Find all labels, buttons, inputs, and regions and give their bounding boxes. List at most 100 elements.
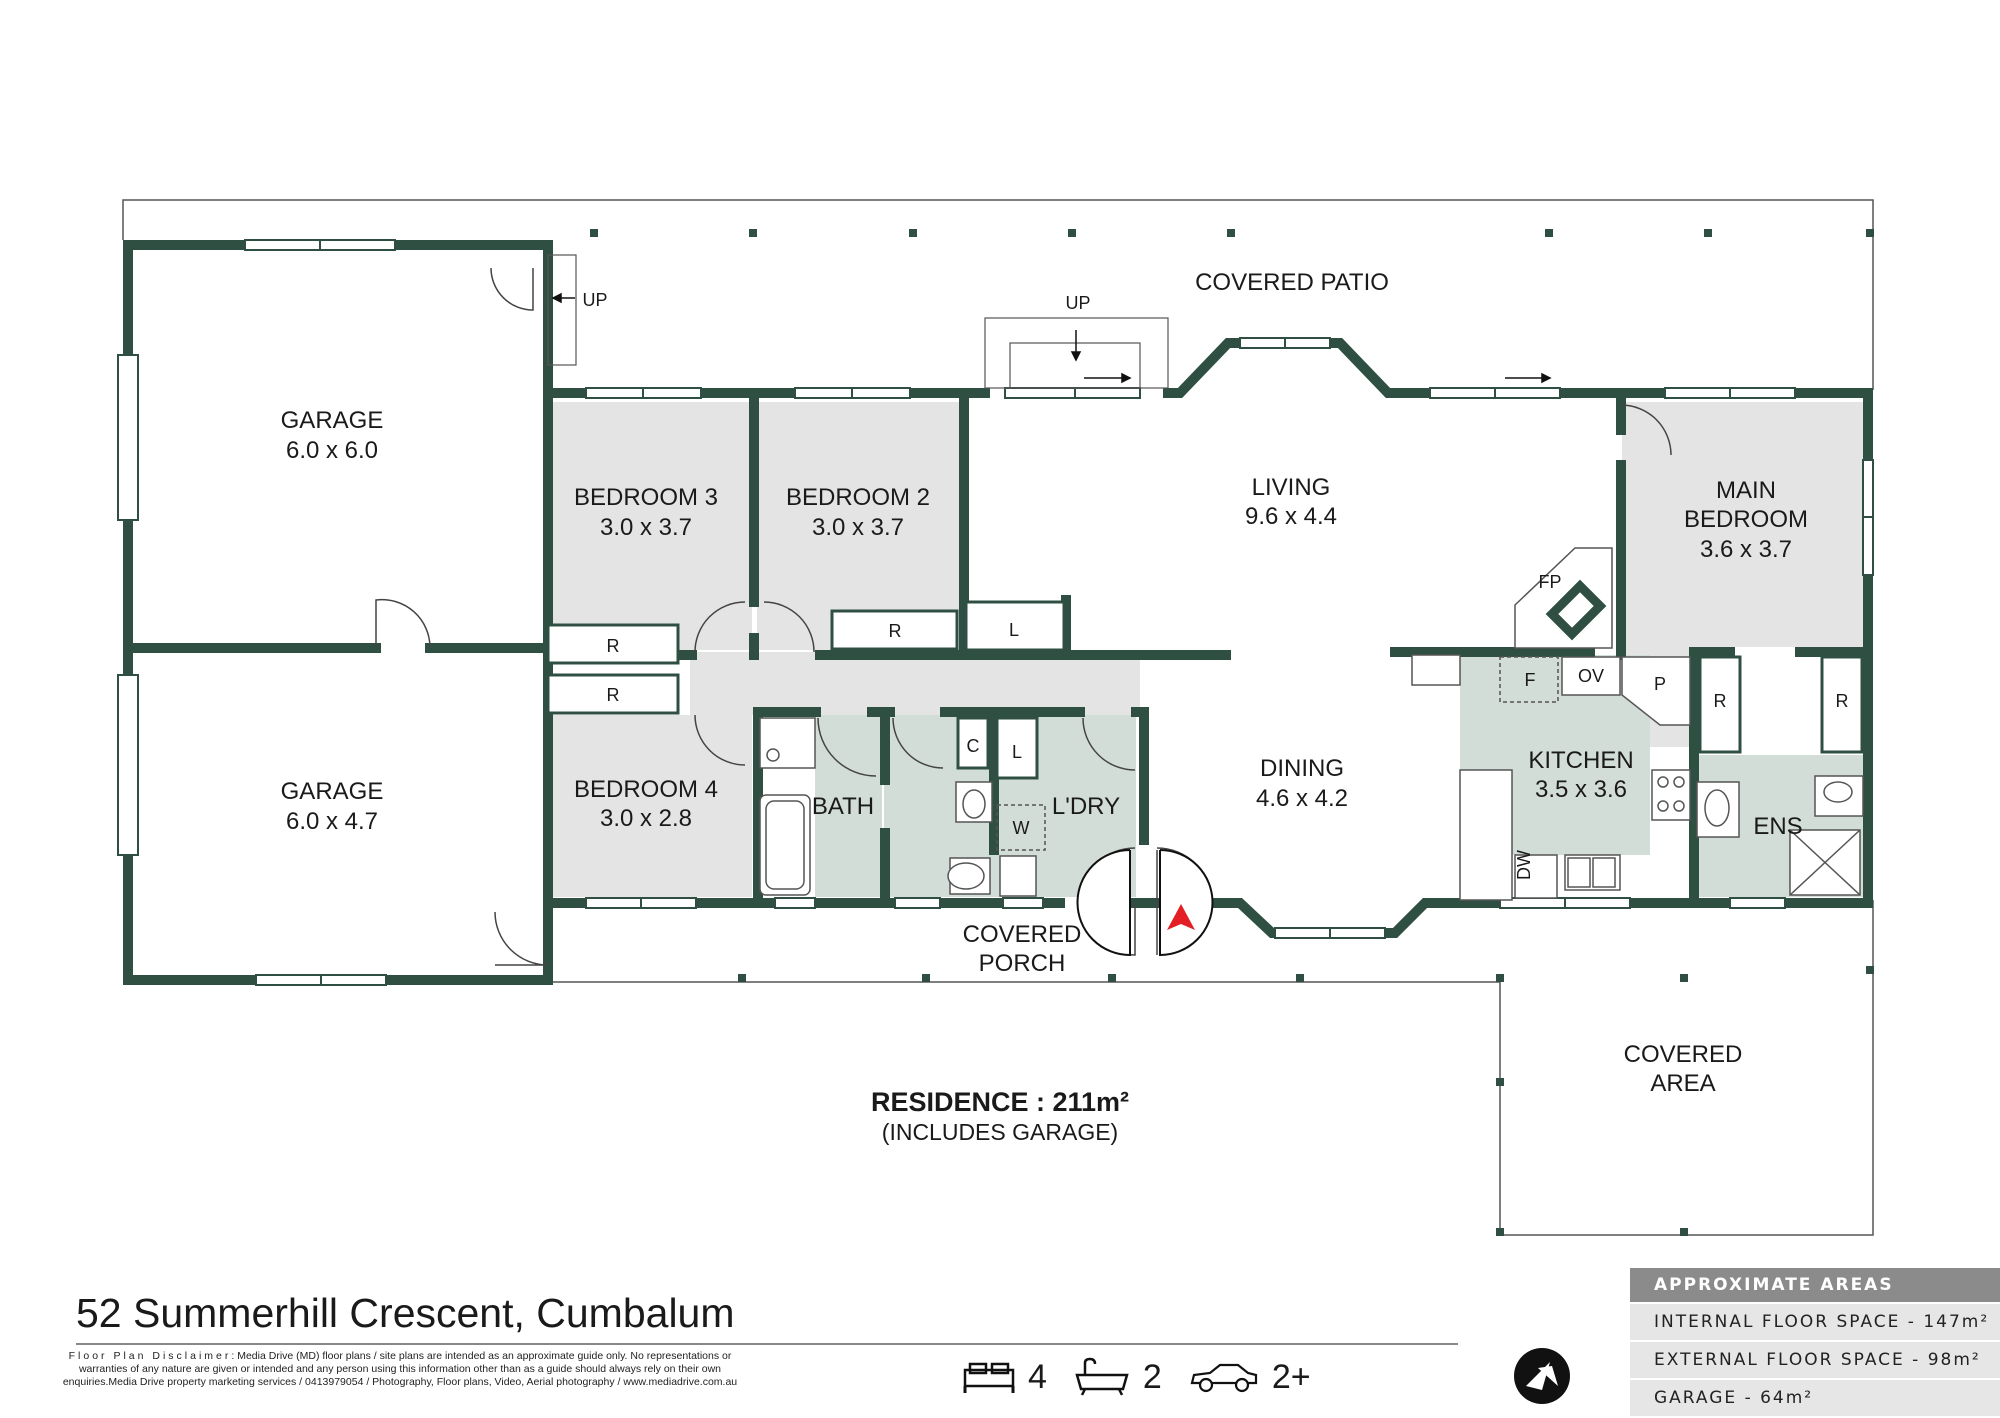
beds-count: 4 <box>1028 1357 1047 1396</box>
robe-label-main-1: R <box>1714 691 1727 711</box>
robe-label-bed2: R <box>889 621 902 641</box>
robe-label-bed3: R <box>607 636 620 656</box>
dining-size: 4.6 x 4.2 <box>1256 785 1348 812</box>
garage-1-name: GARAGE <box>281 407 384 434</box>
cupboard-label: C <box>967 736 980 756</box>
bedroom-4-fill <box>545 715 752 897</box>
covered-porch-label-1: COVERED <box>963 921 1082 948</box>
robe-bed4 <box>546 673 680 715</box>
kitchen-bench <box>1411 654 1461 686</box>
fireplace-icon <box>1545 579 1607 641</box>
bath-icon <box>1075 1357 1129 1396</box>
robe-bed2 <box>830 609 959 651</box>
main-bedroom-name-1: MAIN <box>1716 477 1776 504</box>
main-bedroom-fill <box>1622 402 1868 647</box>
bedroom-2-size: 3.0 x 3.7 <box>812 514 904 541</box>
laundry-tub <box>999 855 1037 897</box>
bedroom-2-fill <box>757 402 964 650</box>
disclaimer-heading: Floor Plan Disclaimer <box>68 1350 232 1362</box>
north-arrow-icon <box>1514 1348 1570 1404</box>
windows <box>117 239 1874 986</box>
steps <box>547 254 1169 389</box>
arrow-icons <box>551 292 1552 384</box>
fireplace-label: FP <box>1538 572 1561 592</box>
car-icon <box>1190 1363 1257 1393</box>
dishwasher-label: DW <box>1514 850 1534 880</box>
fridge-label: F <box>1525 670 1536 690</box>
external-floor-space: EXTERNAL FLOOR SPACE - 98m² <box>1630 1342 2000 1378</box>
internal-floor-space: INTERNAL FLOOR SPACE - 147m² <box>1630 1304 2000 1340</box>
bedroom-3-size: 3.0 x 3.7 <box>600 514 692 541</box>
cars-count: 2+ <box>1271 1357 1311 1396</box>
fixtures <box>759 547 1864 901</box>
main-bedroom-name-2: BEDROOM <box>1684 506 1808 533</box>
bath-name: BATH <box>812 793 874 820</box>
disclaimer-text: : Media Drive (MD) floor plans / site pl… <box>62 1350 738 1388</box>
approximate-areas-panel: APPROXIMATE AREAS INTERNAL FLOOR SPACE -… <box>1630 1268 2000 1416</box>
cooktop <box>1651 769 1691 821</box>
dishwasher <box>1514 854 1558 899</box>
bath-fill <box>815 715 882 897</box>
bedroom-3-fill <box>545 402 752 650</box>
laundry-name: L'DRY <box>1052 793 1120 820</box>
garage-area: GARAGE - 64m² <box>1630 1380 2000 1416</box>
living-name: LIVING <box>1252 474 1331 501</box>
bedroom-4-name: BEDROOM 4 <box>574 776 718 803</box>
up-label-2: UP <box>1065 293 1090 313</box>
robe-bed3 <box>546 623 680 665</box>
linen-label: L <box>1009 620 1019 640</box>
robe-label-main-2: R <box>1836 691 1849 711</box>
garage-2-size: 6.0 x 4.7 <box>286 808 378 835</box>
robe-label-bed4: R <box>607 685 620 705</box>
room-labels: COVERED PATIO UP UP GARAGE 6.0 x 6.0 GAR… <box>281 269 1849 1145</box>
residence-label: RESIDENCE : 211m² <box>871 1087 1129 1117</box>
bedroom-4-size: 3.0 x 2.8 <box>600 805 692 832</box>
cars-feature: 2+ <box>1188 1358 1311 1397</box>
dining-name: DINING <box>1260 755 1344 782</box>
pantry-label: P <box>1654 674 1666 694</box>
covered-patio-label: COVERED PATIO <box>1195 269 1389 296</box>
bed-icon <box>963 1362 1015 1393</box>
bedroom-2-name: BEDROOM 2 <box>786 484 930 511</box>
linen-cupboard <box>964 600 1066 652</box>
washer-w <box>996 804 1046 851</box>
pantry <box>1621 656 1691 726</box>
robes <box>546 600 1864 780</box>
robe-main-2 <box>1820 655 1864 754</box>
room-fills <box>545 402 1868 897</box>
floor-plan-disclaimer: Floor Plan Disclaimer: Media Drive (MD) … <box>60 1350 740 1389</box>
baths-count: 2 <box>1142 1357 1162 1396</box>
garage-1-size: 6.0 x 6.0 <box>286 437 378 464</box>
covered-porch-label-2: PORCH <box>979 950 1066 977</box>
robe-main-1 <box>1698 655 1742 754</box>
oven <box>1561 656 1621 696</box>
oven-label: OV <box>1578 666 1604 686</box>
vanity-bath <box>759 717 816 769</box>
patio-posts <box>590 229 1874 1236</box>
linen-l <box>995 716 1039 780</box>
footer-divider <box>76 1343 1458 1345</box>
kitchen-size: 3.5 x 3.6 <box>1535 776 1627 803</box>
areas-heading: APPROXIMATE AREAS <box>1630 1268 2000 1302</box>
up-label-1: UP <box>582 290 607 310</box>
main-bedroom-size: 3.6 x 3.7 <box>1700 536 1792 563</box>
garage-2-name: GARAGE <box>281 778 384 805</box>
hallway-fill <box>690 652 1140 715</box>
bedroom-3-name: BEDROOM 3 <box>574 484 718 511</box>
covered-area-label-2: AREA <box>1650 1070 1715 1097</box>
entry-arrow-icon <box>1167 904 1195 930</box>
covered-area-label-1: COVERED <box>1624 1041 1743 1068</box>
ensuite-name: ENS <box>1753 813 1802 840</box>
kitchen-name: KITCHEN <box>1528 747 1633 774</box>
washer-label: W <box>1013 818 1030 838</box>
residence-note: (INCLUDES GARAGE) <box>882 1119 1118 1145</box>
fridge-space <box>1499 656 1559 703</box>
cupboard-c <box>956 716 990 770</box>
property-features: 4 2 2+ <box>962 1352 1337 1402</box>
baths-feature: 2 <box>1073 1357 1162 1397</box>
beds-feature: 4 <box>962 1358 1047 1397</box>
living-size: 9.6 x 4.4 <box>1245 503 1337 530</box>
linen-label-2: L <box>1012 742 1022 762</box>
property-address: 52 Summerhill Crescent, Cumbalum <box>76 1290 735 1336</box>
